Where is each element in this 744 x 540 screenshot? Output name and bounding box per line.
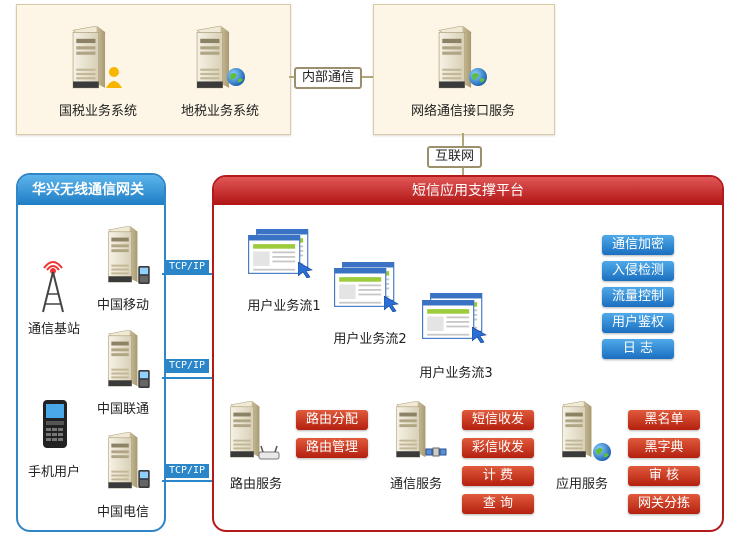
carrier-label: 中国电信	[96, 505, 149, 520]
mms-button[interactable]: 彩信收发	[462, 438, 534, 458]
gateway-title: 华兴无线通信网关	[18, 175, 164, 205]
phone-icon	[138, 470, 150, 488]
guoshui-label: 国税业务系统	[58, 104, 137, 119]
comm-server-icon	[390, 401, 430, 459]
query-button[interactable]: 查 询	[462, 494, 534, 514]
cursor-icon	[298, 262, 314, 278]
tcp-tag: TCP/IP	[165, 260, 209, 274]
globe-icon	[469, 68, 487, 86]
phone-user-icon	[43, 400, 67, 448]
tcp-link-line	[162, 377, 214, 379]
flow-window-icon	[334, 268, 390, 310]
base-station-label: 通信基站	[27, 322, 80, 337]
flow-label: 用户业务流3	[419, 366, 493, 381]
black-dictionary-button[interactable]: 黑字典	[628, 438, 700, 458]
phone-icon	[138, 370, 150, 388]
tcp-link-line	[162, 273, 214, 275]
blacklist-button[interactable]: 黑名单	[628, 410, 700, 430]
security-user-auth[interactable]: 用户鉴权	[602, 313, 674, 333]
flow-window-icon	[248, 235, 304, 277]
carrier-server-icon	[102, 226, 142, 284]
dishui-label: 地税业务系统	[180, 104, 259, 119]
carrier-server-icon	[102, 330, 142, 388]
base-station-icon	[42, 261, 64, 313]
user-icon	[106, 67, 122, 88]
comm-label: 通信服务	[389, 477, 442, 492]
satellite-icon	[425, 447, 447, 457]
router-icon	[258, 445, 280, 460]
security-log[interactable]: 日 志	[602, 339, 674, 359]
routing-manage-button[interactable]: 路由管理	[296, 438, 368, 458]
security-encryption[interactable]: 通信加密	[602, 235, 674, 255]
network-service-label: 网络通信接口服务	[410, 104, 515, 119]
platform-title: 短信应用支撑平台	[214, 177, 722, 205]
billing-button[interactable]: 计 费	[462, 466, 534, 486]
cursor-icon	[384, 296, 400, 312]
carrier-label: 中国移动	[96, 298, 149, 313]
internet-tag: 互联网	[427, 146, 483, 168]
app-server-icon	[556, 401, 596, 459]
sms-button[interactable]: 短信收发	[462, 410, 534, 430]
routing-assign-button[interactable]: 路由分配	[296, 410, 368, 430]
flow-window-icon	[422, 300, 478, 342]
flow-label: 用户业务流1	[247, 299, 321, 314]
tcp-link-line	[162, 480, 214, 482]
cursor-icon	[472, 327, 488, 343]
audit-button[interactable]: 审 核	[628, 466, 700, 486]
globe-icon	[593, 443, 611, 461]
carrier-label: 中国联通	[96, 402, 149, 417]
carrier-server-icon	[102, 432, 142, 490]
globe-icon	[227, 68, 245, 86]
gateway-sorting-button[interactable]: 网关分拣	[628, 494, 700, 514]
app-label: 应用服务	[555, 477, 608, 492]
flow-label: 用户业务流2	[333, 332, 407, 347]
tax-systems-panel	[16, 4, 291, 135]
phone-user-label: 手机用户	[27, 465, 80, 480]
tcp-tag: TCP/IP	[165, 359, 209, 373]
tcp-tag: TCP/IP	[165, 464, 209, 478]
routing-label: 路由服务	[229, 477, 282, 492]
security-intrusion-detection[interactable]: 入侵检测	[602, 261, 674, 281]
security-flow-control[interactable]: 流量控制	[602, 287, 674, 307]
internal-comm-tag: 内部通信	[294, 67, 363, 89]
phone-icon	[138, 266, 150, 284]
